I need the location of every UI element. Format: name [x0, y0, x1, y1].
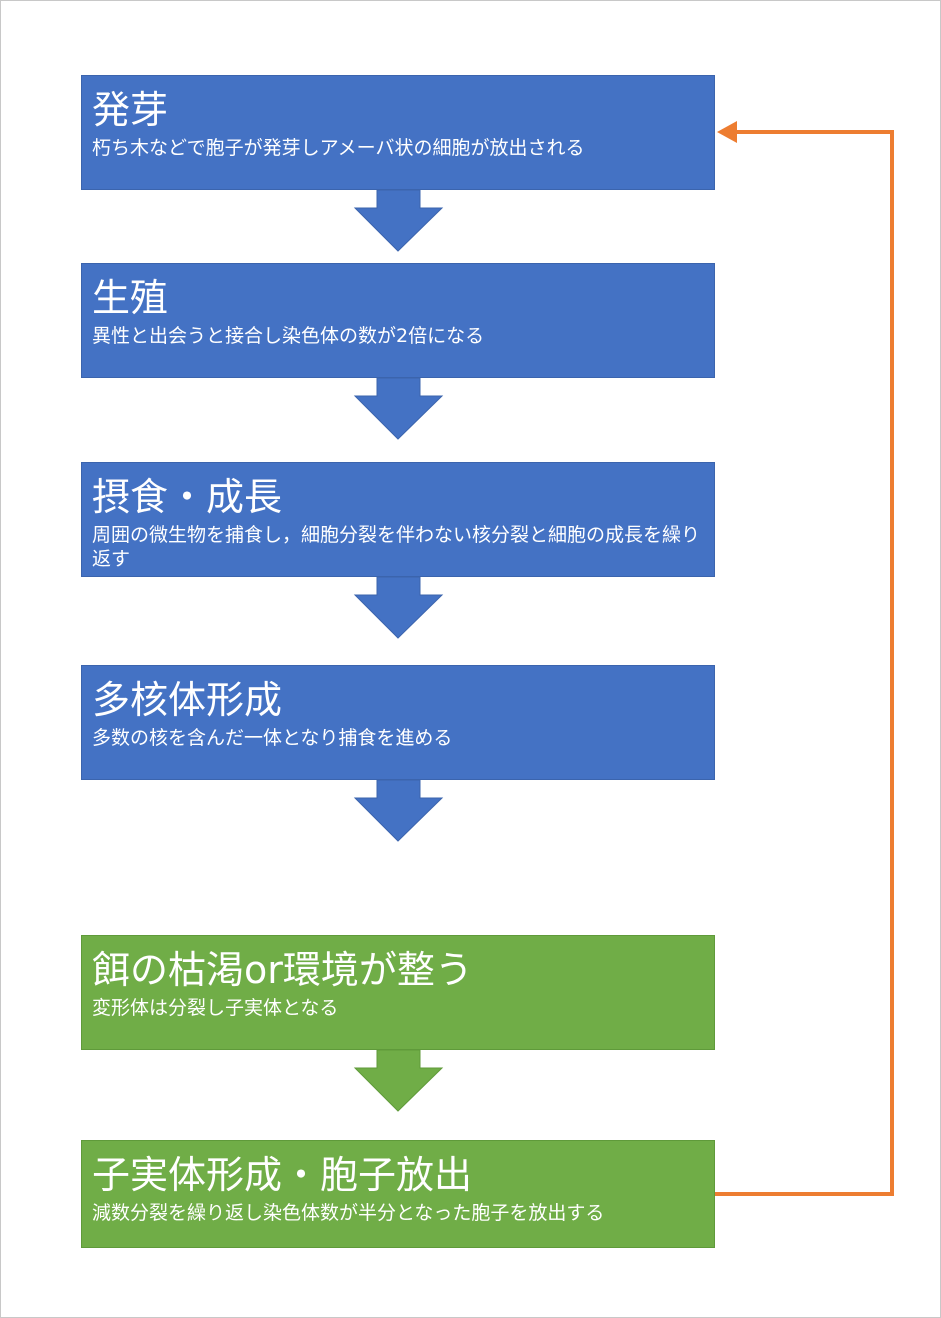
step-title: 摂食・成長: [92, 475, 283, 519]
step-food-depletion: 餌の枯渇or環境が整う 変形体は分裂し子実体となる: [81, 935, 715, 1050]
step-fruiting-body-spore-release: 子実体形成・胞子放出 減数分裂を繰り返し染色体数が半分となった胞子を放出する: [81, 1140, 715, 1248]
step-description: 多数の核を含んだ一体となり捕食を進める: [92, 727, 453, 749]
step-description: 変形体は分裂し子実体となる: [92, 997, 339, 1019]
step-title: 多核体形成: [92, 678, 283, 722]
step-title: 生殖: [92, 276, 169, 320]
step-germination: 発芽 朽ち木などで胞子が発芽しアメーバ状の細胞が放出される: [81, 75, 715, 190]
step-description: 朽ち木などで胞子が発芽しアメーバ状の細胞が放出される: [92, 137, 585, 159]
step-description: 周囲の微生物を捕食し，細胞分裂を伴わない核分裂と細胞の成長を繰り返す: [92, 524, 701, 570]
step-description: 減数分裂を繰り返し染色体数が半分となった胞子を放出する: [92, 1202, 605, 1224]
step-plasmodium-formation: 多核体形成 多数の核を含んだ一体となり捕食を進める: [81, 665, 715, 780]
step-title: 発芽: [92, 88, 169, 132]
step-description: 異性と出会うと接合し染色体の数が2倍になる: [92, 325, 485, 347]
step-title: 餌の枯渇or環境が整う: [92, 948, 473, 992]
step-feeding-growth: 摂食・成長 周囲の微生物を捕食し，細胞分裂を伴わない核分裂と細胞の成長を繰り返す: [81, 462, 715, 577]
step-reproduction: 生殖 異性と出会うと接合し染色体の数が2倍になる: [81, 263, 715, 378]
step-title: 子実体形成・胞子放出: [92, 1153, 473, 1197]
